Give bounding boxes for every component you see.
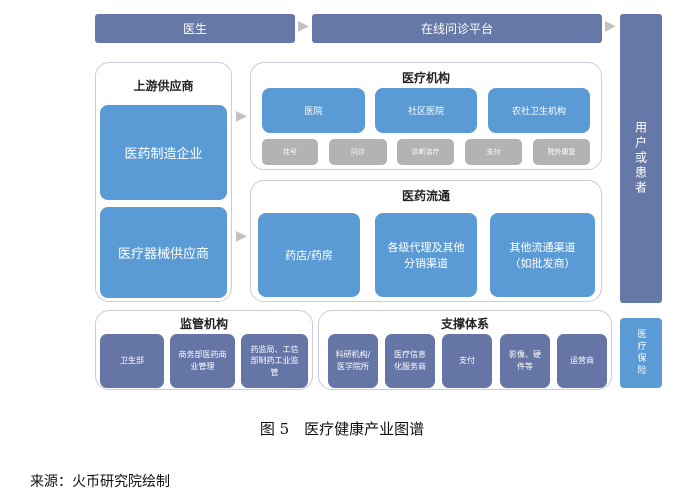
service-item: 诊断治疗 — [397, 139, 454, 165]
upstream-title: 上游供应商 — [133, 79, 194, 93]
support-item: 医疗信息化服务商 — [385, 334, 435, 388]
support-item: 运营商 — [557, 334, 607, 388]
support-title: 支撑体系 — [440, 317, 489, 331]
circulation-title: 医药流通 — [401, 189, 450, 203]
circulation-item: 各级代理及其他分销渠道 — [375, 213, 477, 297]
regulation-item: 卫生部 — [100, 334, 164, 388]
institution-item: 医院 — [262, 88, 365, 133]
regulation-title: 监管机构 — [179, 317, 228, 331]
source-note: 来源：火币研究院绘制 — [30, 474, 170, 490]
service-item: 支付 — [465, 139, 522, 165]
circulation-item: 药店/药房 — [258, 213, 360, 297]
circulation-item: 其他流通渠道（如批发商） — [490, 213, 595, 297]
upstream-item: 医药制造企业 — [100, 105, 227, 200]
upstream-item: 医疗器械供应商 — [100, 207, 227, 298]
arrow-icon: ▶ — [236, 228, 247, 244]
arrow-icon: ▶ — [298, 18, 309, 34]
institutions-title: 医疗机构 — [401, 71, 450, 85]
regulation-item: 药监局、工信部制药工业监管 — [241, 334, 308, 388]
platform-bar: 在线问诊平台 — [312, 14, 602, 43]
user-bar: 用户或患者 — [620, 14, 662, 303]
institution-item: 农社卫生机构 — [488, 88, 590, 133]
arrow-icon: ▶ — [236, 108, 247, 124]
service-item: 挂号 — [262, 139, 318, 165]
arrow-icon: ▶ — [605, 18, 616, 34]
regulation-item: 商务部医药商业管理 — [170, 334, 235, 388]
institution-item: 社区医院 — [375, 88, 477, 133]
doctor-bar: 医生 — [95, 14, 295, 43]
support-item: 科研机构/医学院所 — [328, 334, 378, 388]
service-item: 问诊 — [329, 139, 387, 165]
service-item: 院外康复 — [533, 139, 590, 165]
figure-caption: 图 5 医疗健康产业图谱 — [259, 420, 425, 438]
support-item: 影像、硬件等 — [500, 334, 550, 388]
support-item: 支付 — [442, 334, 492, 388]
insurance-box: 医疗保险 — [620, 318, 662, 388]
